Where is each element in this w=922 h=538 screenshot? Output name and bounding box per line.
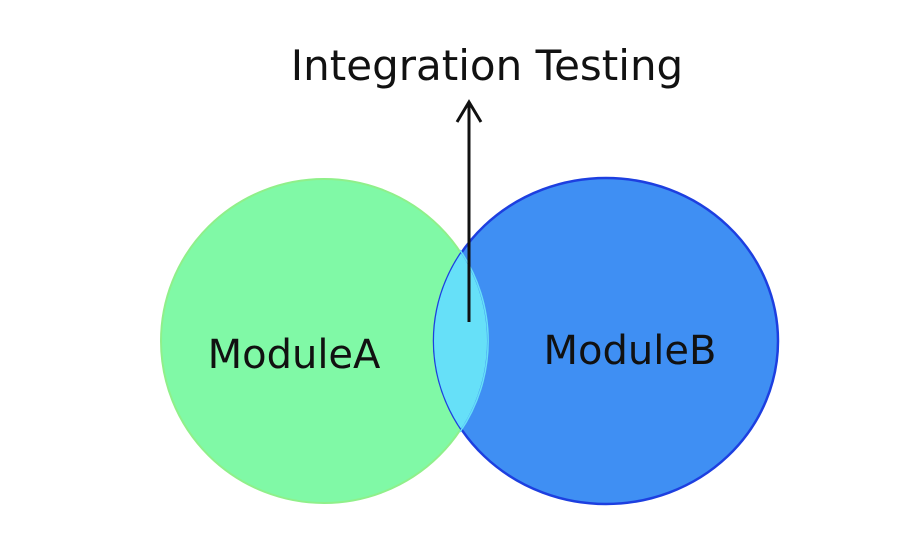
overlap-edge-line [459,249,489,433]
integration-testing-label: Integration Testing [291,41,683,90]
module-b-label: ModuleB [544,328,717,374]
module-a-label: ModuleA [208,332,381,378]
arrow-head-icon [455,99,483,123]
